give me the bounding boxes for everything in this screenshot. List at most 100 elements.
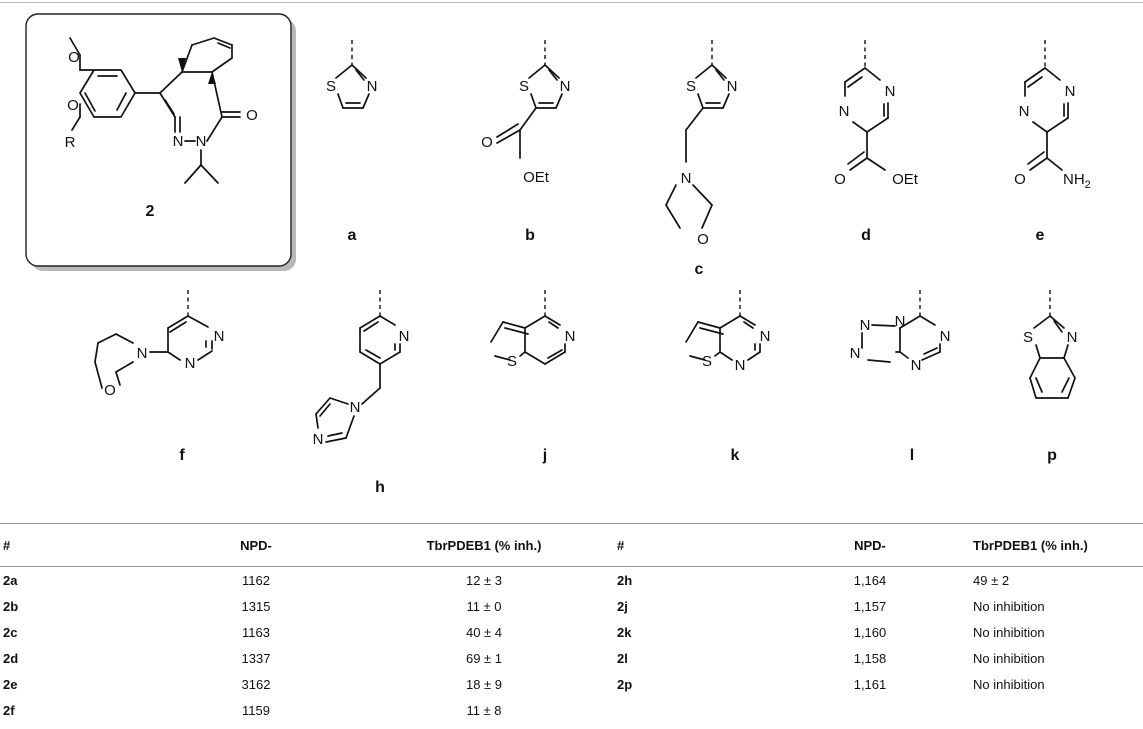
substituent-f: N N N O f bbox=[94, 290, 225, 464]
svg-text:N: N bbox=[1067, 329, 1078, 346]
atom-o-methoxy: O bbox=[68, 49, 80, 66]
cell-inhibition: 69 ± 1 bbox=[465, 650, 503, 666]
svg-text:S: S bbox=[702, 353, 712, 370]
cell-id: 2b bbox=[3, 598, 19, 614]
atom-n2: N bbox=[196, 133, 207, 150]
svg-text:N: N bbox=[940, 328, 951, 345]
svg-text:N: N bbox=[839, 103, 850, 120]
cell-npd-2: 1,161 bbox=[853, 676, 887, 692]
label-f: f bbox=[179, 447, 185, 464]
cell-npd-2: 1,160 bbox=[853, 624, 887, 640]
atom-o-r: O bbox=[67, 97, 79, 114]
cell-inhibition-2 bbox=[969, 697, 1143, 723]
svg-text:O: O bbox=[697, 231, 709, 248]
svg-text:N: N bbox=[885, 83, 896, 100]
svg-text:N: N bbox=[895, 313, 906, 330]
cell-npd: 1337 bbox=[241, 650, 271, 666]
top-rule bbox=[0, 2, 1143, 3]
label-e: e bbox=[1036, 227, 1045, 244]
cell-inhibition: 11 ± 0 bbox=[466, 598, 502, 614]
cell-id: 2d bbox=[3, 650, 19, 666]
svg-text:O: O bbox=[481, 134, 493, 151]
svg-text:NH2: NH2 bbox=[1063, 171, 1091, 191]
label-h: h bbox=[375, 479, 385, 496]
cell-inhibition-2: No inhibition bbox=[973, 624, 1045, 640]
label-d: d bbox=[861, 227, 871, 244]
svg-text:N: N bbox=[1065, 83, 1076, 100]
cell-id-2 bbox=[613, 697, 771, 723]
svg-text:N: N bbox=[214, 328, 225, 345]
substituent-p: S N p bbox=[1023, 290, 1077, 464]
svg-text:N: N bbox=[399, 328, 410, 345]
substituent-k: N N S k bbox=[685, 290, 771, 464]
header-id: # bbox=[0, 523, 157, 567]
cell-inhibition: 40 ± 4 bbox=[465, 624, 503, 640]
svg-text:N: N bbox=[367, 78, 378, 95]
svg-text:N: N bbox=[560, 78, 571, 95]
cell-npd: 1315 bbox=[241, 598, 271, 614]
cell-npd: 3162 bbox=[241, 676, 271, 692]
svg-text:O: O bbox=[1014, 171, 1026, 188]
label-c: c bbox=[695, 261, 704, 278]
svg-text:N: N bbox=[313, 431, 324, 448]
svg-text:S: S bbox=[507, 353, 517, 370]
cell-id: 2f bbox=[3, 702, 15, 718]
cell-npd-2: 1,164 bbox=[853, 572, 887, 588]
svg-text:S: S bbox=[519, 78, 529, 95]
header-inhibition-2: TbrPDEB1 (% inh.) bbox=[969, 523, 1143, 567]
svg-text:N: N bbox=[185, 355, 196, 372]
svg-text:N: N bbox=[727, 78, 738, 95]
table-row: 2a 1162 12 ± 3 2h 1,164 49 ± 2 bbox=[0, 567, 1143, 594]
cell-id: 2a bbox=[3, 572, 18, 588]
cell-inhibition-2: No inhibition bbox=[973, 650, 1045, 666]
svg-text:N: N bbox=[735, 357, 746, 374]
svg-text:N: N bbox=[911, 357, 922, 374]
substituent-b: S N O OEt b bbox=[481, 40, 570, 244]
cell-id: 2c bbox=[3, 624, 18, 640]
svg-text:O: O bbox=[104, 382, 116, 399]
svg-text:N: N bbox=[137, 345, 148, 362]
core-structure-2: O O R N N O 2 bbox=[65, 37, 258, 220]
svg-text:S: S bbox=[1023, 329, 1033, 346]
table-row: 2c 1163 40 ± 4 2k 1,160 No inhibition bbox=[0, 619, 1143, 645]
atom-n1: N bbox=[173, 133, 184, 150]
label-k: k bbox=[731, 447, 740, 464]
cell-inhibition: 12 ± 3 bbox=[465, 572, 503, 588]
cell-inhibition: 11 ± 8 bbox=[466, 702, 502, 718]
cell-inhibition-2: 49 ± 2 bbox=[973, 572, 1010, 588]
label-l: l bbox=[910, 447, 914, 464]
core-label: 2 bbox=[146, 203, 155, 220]
label-j: j bbox=[542, 447, 547, 464]
cell-id-2: 2l bbox=[617, 650, 628, 666]
table-header-row: # NPD- TbrPDEB1 (% inh.) # NPD- TbrPDEB1… bbox=[0, 523, 1143, 567]
header-inhibition: TbrPDEB1 (% inh.) bbox=[355, 523, 613, 567]
cell-id-2: 2j bbox=[617, 598, 628, 614]
substituent-d: N N O OEt d bbox=[834, 40, 919, 244]
cell-npd: 1159 bbox=[242, 702, 270, 718]
svg-text:N: N bbox=[760, 328, 771, 345]
chemical-scheme: O O R N N O 2 S N a S N O OE bbox=[25, 13, 1091, 496]
cell-id: 2e bbox=[3, 676, 18, 692]
svg-text:N: N bbox=[850, 345, 861, 362]
cell-npd-2: 1,158 bbox=[853, 650, 887, 666]
svg-text:S: S bbox=[326, 78, 336, 95]
header-id-2: # bbox=[613, 523, 771, 567]
cell-inhibition: 18 ± 9 bbox=[465, 676, 503, 692]
table-row: 2e 3162 18 ± 9 2p 1,161 No inhibition bbox=[0, 671, 1143, 697]
header-npd: NPD- bbox=[157, 523, 355, 567]
label-p: p bbox=[1047, 447, 1057, 464]
substituent-c: S N N O c bbox=[665, 40, 738, 278]
svg-text:N: N bbox=[860, 317, 871, 334]
header-npd-2: NPD- bbox=[771, 523, 969, 567]
substituent-a: S N a bbox=[326, 40, 377, 244]
svg-text:N: N bbox=[681, 170, 692, 187]
atom-carbonyl-o: O bbox=[246, 107, 258, 124]
cell-npd-2 bbox=[771, 697, 969, 723]
table-row: 2f 1159 11 ± 8 bbox=[0, 697, 1143, 723]
substituent-l: N N N N N l bbox=[850, 290, 951, 464]
svg-text:N: N bbox=[350, 399, 361, 416]
svg-text:OEt: OEt bbox=[892, 171, 919, 188]
svg-text:O: O bbox=[834, 171, 846, 188]
table-row: 2d 1337 69 ± 1 2l 1,158 No inhibition bbox=[0, 645, 1143, 671]
svg-text:N: N bbox=[1019, 103, 1030, 120]
